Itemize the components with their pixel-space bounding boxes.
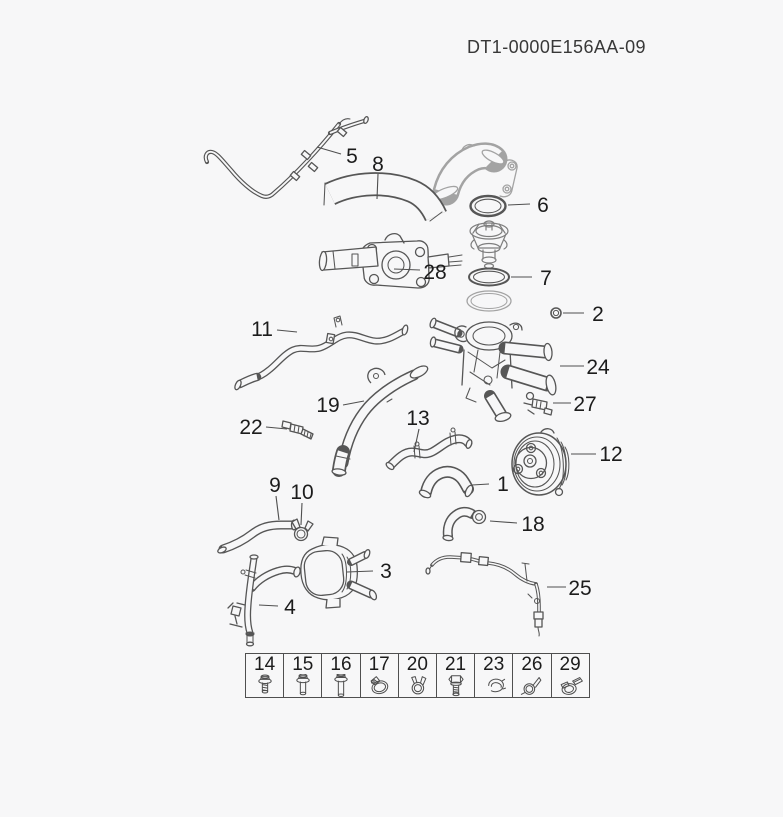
callout-8: 8 bbox=[372, 153, 384, 200]
part-2-o-ring bbox=[550, 307, 562, 319]
part-22-temp-sensor bbox=[281, 420, 314, 440]
water-outlet-elbow bbox=[431, 142, 518, 206]
fastener-cell-26[interactable]: 26 bbox=[513, 653, 552, 698]
callout-13: 13 bbox=[406, 407, 430, 453]
part-27-sensor bbox=[523, 391, 553, 416]
callout-6-label[interactable]: 6 bbox=[537, 194, 549, 217]
spring-clamp-double-tab-icon bbox=[560, 677, 583, 695]
callout-8-label[interactable]: 8 bbox=[372, 153, 384, 176]
fastener-number: 21 bbox=[444, 654, 467, 675]
fastener-cell-21[interactable]: 21 bbox=[436, 653, 476, 698]
part-11-pipe bbox=[234, 315, 409, 391]
callout-4: 4 bbox=[258, 596, 296, 619]
fastener-cell-20[interactable]: 20 bbox=[398, 653, 437, 698]
fastener-number: 17 bbox=[368, 654, 390, 675]
callout-9: 9 bbox=[269, 474, 281, 521]
hex-bolt-icon bbox=[447, 675, 464, 697]
callout-7: 7 bbox=[511, 267, 552, 290]
worm-gear-clamp-icon bbox=[370, 676, 389, 695]
callout-5-label[interactable]: 5 bbox=[346, 145, 358, 168]
fastener-number: 23 bbox=[483, 654, 505, 675]
callout-4-label[interactable]: 4 bbox=[284, 596, 296, 619]
callout-9-label[interactable]: 9 bbox=[269, 474, 281, 497]
callout-27-label[interactable]: 27 bbox=[573, 393, 596, 416]
callout-28: 28 bbox=[393, 261, 447, 284]
part-9-hose bbox=[217, 519, 298, 554]
callout-19: 19 bbox=[316, 394, 365, 417]
callout-11: 11 bbox=[251, 318, 298, 341]
part-3-aux-pump bbox=[300, 536, 378, 609]
callout-25: 25 bbox=[547, 577, 592, 600]
callout-12: 12 bbox=[571, 443, 623, 466]
part-18-hose bbox=[442, 506, 487, 542]
callout-22-label[interactable]: 22 bbox=[239, 416, 262, 439]
part-6-seal-ring bbox=[469, 194, 507, 218]
callout-2-label[interactable]: 2 bbox=[592, 303, 604, 326]
fastener-number: 26 bbox=[521, 654, 543, 675]
flange-bolt-icon bbox=[296, 674, 310, 696]
fastener-cell-29[interactable]: 29 bbox=[551, 653, 590, 698]
callout-27: 27 bbox=[553, 393, 597, 416]
callouts: 5 8 6 28 7 2 11 24 27 19 22 13 12 1 9 10… bbox=[239, 145, 622, 619]
part-28-valve bbox=[318, 233, 463, 289]
part-24-housing bbox=[429, 317, 557, 423]
fastener-cell-15[interactable]: 15 bbox=[284, 653, 323, 698]
part-5-pipe bbox=[203, 115, 369, 199]
part-4-pipe bbox=[227, 554, 301, 647]
fastener-number: 15 bbox=[292, 654, 314, 675]
spring-clamp-icon bbox=[411, 676, 427, 695]
part-7-gasket bbox=[468, 267, 510, 287]
callout-18-label[interactable]: 18 bbox=[521, 513, 544, 536]
callout-10-label[interactable]: 10 bbox=[290, 481, 313, 504]
part-12-water-pump bbox=[511, 428, 570, 497]
fastener-cell-16[interactable]: 16 bbox=[322, 653, 361, 698]
callout-12-label[interactable]: 12 bbox=[599, 443, 622, 466]
fastener-cell-23[interactable]: 23 bbox=[475, 653, 514, 698]
callout-24: 24 bbox=[560, 356, 610, 379]
callout-19-label[interactable]: 19 bbox=[316, 394, 339, 417]
fastener-number: 20 bbox=[406, 654, 428, 675]
callout-1-label[interactable]: 1 bbox=[497, 473, 509, 496]
part-10-clamp bbox=[291, 518, 314, 542]
callout-22: 22 bbox=[239, 416, 288, 439]
callout-5: 5 bbox=[316, 145, 358, 168]
callout-1: 1 bbox=[471, 473, 509, 496]
flange-bolt-short-icon bbox=[257, 674, 272, 694]
callout-18: 18 bbox=[489, 513, 545, 536]
fastener-number: 16 bbox=[330, 654, 352, 675]
callout-10: 10 bbox=[290, 481, 314, 526]
callout-3-label[interactable]: 3 bbox=[380, 560, 392, 583]
thermostat bbox=[469, 220, 509, 269]
part-1-hose bbox=[418, 465, 474, 499]
part-13-hose bbox=[385, 427, 473, 471]
diagram-code: DT1-0000E156AA-09 bbox=[467, 37, 646, 57]
callout-3: 3 bbox=[346, 560, 392, 583]
part-19-pipe bbox=[331, 365, 429, 477]
part-8-hose bbox=[323, 172, 447, 222]
fastener-cell-17[interactable]: 17 bbox=[360, 653, 399, 698]
callout-28-label[interactable]: 28 bbox=[423, 261, 446, 284]
flange-bolt-long-icon bbox=[334, 674, 348, 697]
callout-13-label[interactable]: 13 bbox=[406, 407, 429, 430]
callout-7-label[interactable]: 7 bbox=[540, 267, 552, 290]
spring-clamp-tail-icon bbox=[520, 677, 542, 695]
callout-2: 2 bbox=[563, 303, 604, 326]
callout-24-label[interactable]: 24 bbox=[586, 356, 610, 379]
callout-25-label[interactable]: 25 bbox=[568, 577, 591, 600]
fastener-number: 29 bbox=[559, 654, 581, 675]
part-25-tube bbox=[425, 552, 544, 637]
callout-11-label[interactable]: 11 bbox=[251, 318, 273, 341]
callout-6: 6 bbox=[507, 194, 549, 217]
fastener-cell-14[interactable]: 14 bbox=[245, 653, 285, 698]
fastener-number: 14 bbox=[254, 654, 276, 675]
gasket-light bbox=[466, 290, 512, 312]
ring-clamp-icon bbox=[487, 678, 506, 693]
fastener-table: 14 15 16 bbox=[245, 653, 590, 698]
